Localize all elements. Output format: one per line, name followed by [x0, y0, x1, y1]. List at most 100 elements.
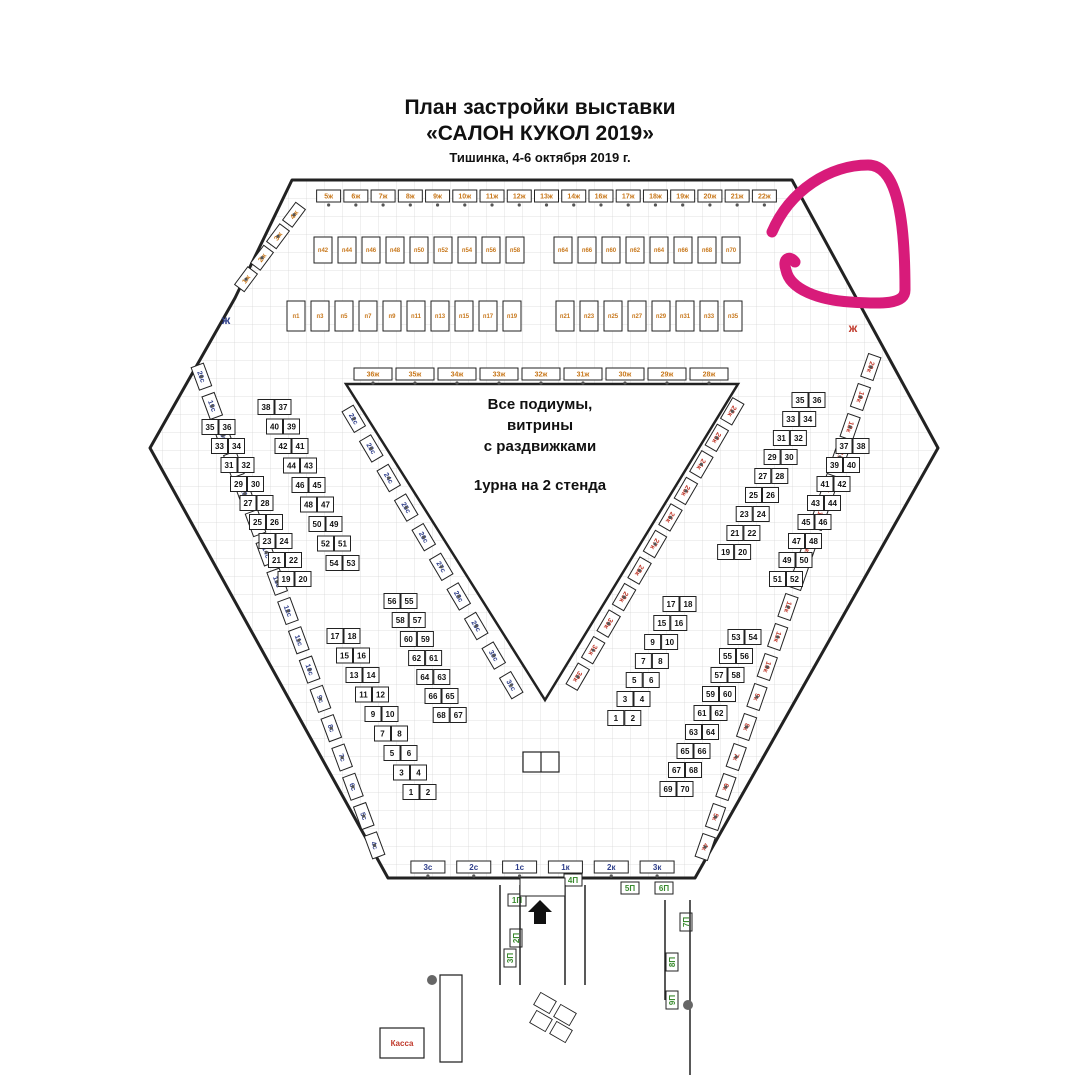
- wall-booth-top-label: 13ж: [540, 193, 554, 200]
- left-stand-block-c-label: 4: [416, 768, 421, 777]
- right-stand-block-b-label: 49: [783, 556, 792, 565]
- left-stand-block-c-label: 10: [386, 710, 395, 719]
- left-stand-block-a-label: 26: [270, 518, 279, 527]
- top-stand-row1: п66: [577, 236, 597, 264]
- left-stand-block-a: 33: [211, 438, 228, 454]
- top-stand-row2: п23: [579, 300, 599, 332]
- bottom-booth: 3с: [410, 860, 446, 874]
- top-stand-row1-label: п56: [486, 248, 497, 254]
- entrance-booth: 2П: [509, 928, 523, 948]
- top-stand-row2: п15: [454, 300, 474, 332]
- right-stand-block-a: 27: [754, 468, 772, 484]
- right-stand-block-b: 44: [824, 495, 841, 511]
- wall-booth-top-label: 10ж: [458, 193, 472, 200]
- top-stand-row1: п52: [433, 236, 453, 264]
- wall-booth-top-label: 22ж: [758, 193, 772, 200]
- right-stand-block-b: 40: [843, 457, 860, 473]
- left-stand-block-c: 13: [345, 667, 363, 683]
- left-stand-block-b: 41: [291, 438, 309, 454]
- entrance-booth: 7П: [679, 912, 693, 932]
- right-stand-block-d-label: 57: [715, 671, 724, 680]
- wall-booth-top: 21ж: [724, 189, 750, 203]
- column-left: [427, 975, 437, 985]
- wall-booth-top: 20ж: [697, 189, 723, 203]
- left-stand-block-a: 30: [247, 476, 264, 492]
- right-stand-block-d: 69: [659, 781, 677, 797]
- wall-booth-top-label: 17ж: [622, 193, 636, 200]
- right-stand-block-a-label: 20: [738, 548, 747, 557]
- left-stand-block-b-label: 51: [338, 539, 347, 548]
- top-stand-row2-label: п25: [608, 314, 619, 320]
- right-stand-block-a-label: 27: [758, 472, 767, 481]
- left-stand-block-c: 17: [326, 628, 344, 644]
- entrance-booth: 5П: [620, 881, 640, 895]
- left-stand-block-b-label: 46: [296, 481, 305, 490]
- right-stand-block-b-label: 46: [819, 518, 828, 527]
- wall-booth-top: 19ж: [670, 189, 696, 203]
- left-stand-block-a: 31: [220, 457, 238, 473]
- right-stand-block-b: 41: [816, 476, 834, 492]
- left-stand-block-a: 34: [228, 438, 245, 454]
- top-stand-row1: п64: [649, 236, 669, 264]
- top-stand-row2: п33: [699, 300, 719, 332]
- left-stand-block-b-label: 44: [287, 461, 296, 470]
- right-stand-block-b-label: 48: [809, 537, 818, 546]
- right-stand-block-c-label: 5: [632, 676, 637, 685]
- plan-subtitle: Тишинка, 4-6 октября 2019 г.: [449, 150, 631, 165]
- small-stand: [529, 1009, 553, 1033]
- right-stand-block-b: 46: [814, 514, 832, 530]
- inner-top-booth: 28ж: [689, 367, 729, 381]
- right-stand-block-d: 63: [685, 724, 702, 740]
- wall-booth-top-label: 9ж: [433, 193, 443, 200]
- left-stand-block-b: 47: [317, 496, 334, 513]
- right-stand-block-a: 35: [791, 392, 809, 408]
- top-stand-row1-label: п54: [462, 248, 473, 254]
- right-stand-block-c-label: 7: [641, 657, 646, 666]
- column-right: [683, 1000, 693, 1010]
- top-stand-row2-label: п23: [584, 314, 595, 320]
- top-stand-row2: п11: [406, 300, 426, 332]
- entrance-booth: 3П: [503, 948, 517, 968]
- wall-booth-top: 5ж: [316, 189, 342, 203]
- wall-booth-top-label: 21ж: [731, 193, 745, 200]
- right-stand-block-d: 54: [744, 629, 762, 645]
- left-stand-block-c-label: 13: [350, 671, 359, 680]
- left-stand-block-b: 51: [334, 535, 351, 552]
- right-stand-block-a-label: 36: [813, 396, 822, 405]
- right-stand-block-a: 28: [771, 468, 789, 484]
- left-stand-block-a-label: 19: [282, 575, 291, 584]
- left-stand-block-d-label: 61: [429, 654, 438, 663]
- left-stand-block-c-label: 11: [359, 690, 368, 699]
- entrance-booth-label: 9П: [668, 995, 677, 1005]
- podium-note-line1: Все подиумы,: [487, 396, 593, 413]
- top-stand-row2-label: п33: [704, 314, 715, 320]
- left-stand-block-b: 44: [283, 457, 300, 474]
- entrance-booth-label: 2П: [512, 933, 521, 943]
- right-stand-block-d-label: 62: [715, 709, 724, 718]
- right-stand-block-d-label: 70: [681, 785, 690, 794]
- right-stand-block-c: 7: [634, 653, 652, 669]
- top-stand-row2-label: п9: [389, 314, 397, 320]
- right-stand-block-b-label: 42: [838, 480, 847, 489]
- top-stand-row1: п46: [361, 236, 381, 264]
- right-stand-block-a: 20: [734, 544, 752, 560]
- entrance-corridor: [499, 885, 691, 1075]
- right-stand-block-a-label: 30: [785, 453, 794, 462]
- left-stand-block-b: 38: [257, 399, 275, 415]
- left-stand-block-d-label: 58: [396, 616, 405, 625]
- top-stand-row2-label: п11: [411, 314, 422, 320]
- right-stand-block-c-label: 17: [667, 600, 676, 609]
- left-stand-block-b: 50: [308, 516, 326, 532]
- left-stand-block-d: 64: [416, 669, 434, 685]
- top-stand-row2: п21: [555, 300, 575, 332]
- zh-marker-left: ж: [221, 313, 231, 327]
- entrance-booth-label: 1П: [512, 896, 522, 905]
- small-stand: [549, 1020, 573, 1044]
- wall-booth-top-label: 16ж: [595, 193, 609, 200]
- entrance-booth-label: 7П: [682, 917, 691, 927]
- top-stand-row1: п42: [313, 236, 333, 264]
- left-stand-block-c-label: 12: [376, 690, 385, 699]
- left-stand-block-b-label: 48: [304, 500, 313, 509]
- right-stand-block-d: 57: [710, 667, 728, 683]
- wall-booth-top-label: 20ж: [704, 193, 718, 200]
